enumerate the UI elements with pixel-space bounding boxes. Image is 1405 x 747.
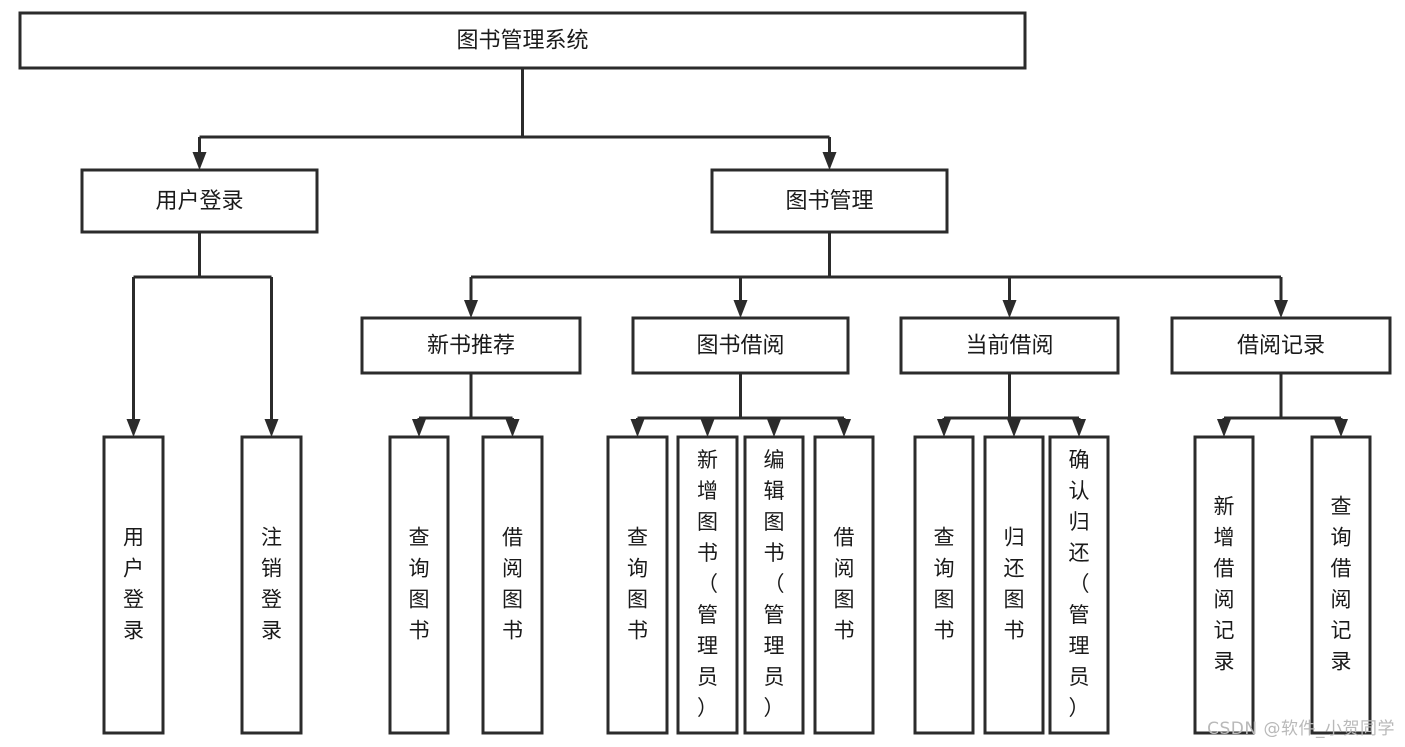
node-leaf-query-book-1[interactable]: 查询图书: [388, 435, 450, 735]
node-user-login-label: 用户登录: [155, 189, 243, 214]
arrow-head-icon: [822, 152, 837, 170]
node-new-book-rec-box: [360, 316, 582, 375]
node-leaf-confirm-return-label: 确认归还（管理员）: [1069, 448, 1090, 720]
arrow-head-icon: [733, 300, 748, 318]
arrow-head-icon: [937, 419, 951, 437]
node-leaf-borrow-book-2-box: [813, 435, 875, 735]
node-root[interactable]: 图书管理系统: [18, 11, 1027, 70]
arrow-head-icon: [700, 419, 715, 437]
node-book-borrow-box: [631, 316, 850, 375]
node-leaf-return-book-box: [983, 435, 1045, 735]
node-root-box: [18, 11, 1027, 70]
node-book-manage[interactable]: 图书管理: [710, 168, 949, 234]
node-user-login-box: [80, 168, 319, 234]
node-leaf-user-login-box: [102, 435, 165, 735]
node-current-borrow-box: [899, 316, 1120, 375]
arrow-head-icon: [1217, 419, 1231, 437]
node-leaf-user-logout-label: 注销登录: [261, 526, 282, 643]
arrow-head-icon: [1007, 419, 1021, 437]
node-leaf-user-login-label: 用户登录: [123, 526, 144, 643]
node-leaf-query-record-label: 查询借阅记录: [1331, 495, 1352, 674]
node-leaf-borrow-book-2-label: 借阅图书: [834, 526, 855, 643]
arrow-head-icon: [505, 419, 520, 437]
node-leaf-add-book-label: 新增图书（管理员）: [697, 448, 718, 720]
arrow-head-icon: [767, 419, 781, 437]
node-new-book-rec-label: 新书推荐: [427, 334, 515, 359]
node-leaf-confirm-return[interactable]: 确认归还（管理员）: [1048, 435, 1110, 735]
nodes-layer: 图书管理系统用户登录图书管理新书推荐图书借阅当前借阅借阅记录用户登录注销登录查询…: [18, 11, 1392, 735]
node-leaf-query-book-1-box: [388, 435, 450, 735]
node-borrow-record[interactable]: 借阅记录: [1170, 316, 1392, 375]
node-leaf-borrow-book-2[interactable]: 借阅图书: [813, 435, 875, 735]
node-leaf-borrow-book-1-box: [481, 435, 544, 735]
node-leaf-query-book-2[interactable]: 查询图书: [606, 435, 669, 735]
node-leaf-query-book-2-box: [606, 435, 669, 735]
node-leaf-user-logout[interactable]: 注销登录: [240, 435, 303, 735]
node-leaf-add-book-box: [676, 435, 739, 735]
arrow-head-icon: [412, 419, 426, 437]
node-current-borrow[interactable]: 当前借阅: [899, 316, 1120, 375]
node-leaf-add-record-box: [1193, 435, 1255, 735]
node-leaf-confirm-return-box: [1048, 435, 1110, 735]
arrow-head-icon: [837, 419, 851, 437]
node-borrow-record-box: [1170, 316, 1392, 375]
node-current-borrow-label: 当前借阅: [965, 334, 1053, 359]
node-leaf-add-record[interactable]: 新增借阅记录: [1193, 435, 1255, 735]
node-leaf-user-login[interactable]: 用户登录: [102, 435, 165, 735]
arrow-head-icon: [1002, 300, 1017, 318]
arrow-head-icon: [264, 419, 279, 437]
node-leaf-query-book-3[interactable]: 查询图书: [913, 435, 975, 735]
node-leaf-add-book[interactable]: 新增图书（管理员）: [676, 435, 739, 735]
node-leaf-query-book-3-box: [913, 435, 975, 735]
node-leaf-query-book-2-label: 查询图书: [627, 526, 648, 643]
arrow-head-icon: [464, 300, 478, 318]
node-book-borrow[interactable]: 图书借阅: [631, 316, 850, 375]
arrow-head-icon: [126, 419, 141, 437]
node-leaf-query-record[interactable]: 查询借阅记录: [1310, 435, 1372, 735]
node-leaf-edit-book-box: [743, 435, 805, 735]
arrow-head-icon: [1274, 300, 1288, 318]
node-root-label: 图书管理系统: [456, 29, 588, 54]
arrow-head-icon: [192, 152, 207, 170]
connector-edges-layer: [126, 68, 1348, 437]
node-leaf-return-book-label: 归还图书: [1004, 526, 1025, 643]
node-book-borrow-label: 图书借阅: [696, 334, 784, 359]
node-leaf-return-book[interactable]: 归还图书: [983, 435, 1045, 735]
node-leaf-add-record-label: 新增借阅记录: [1214, 495, 1235, 674]
node-leaf-query-book-1-label: 查询图书: [409, 526, 430, 643]
node-leaf-edit-book-label: 编辑图书（管理员）: [764, 448, 785, 720]
arrow-head-icon: [1334, 419, 1348, 437]
node-leaf-query-record-box: [1310, 435, 1372, 735]
arrow-head-icon: [1072, 419, 1086, 437]
node-user-login[interactable]: 用户登录: [80, 168, 319, 234]
node-leaf-borrow-book-1-label: 借阅图书: [502, 526, 523, 643]
node-book-manage-label: 图书管理: [785, 189, 873, 214]
node-leaf-query-book-3-label: 查询图书: [934, 526, 955, 643]
node-leaf-user-logout-box: [240, 435, 303, 735]
node-new-book-rec[interactable]: 新书推荐: [360, 316, 582, 375]
node-book-manage-box: [710, 168, 949, 234]
node-leaf-edit-book[interactable]: 编辑图书（管理员）: [743, 435, 805, 735]
arrow-head-icon: [630, 419, 645, 437]
node-borrow-record-label: 借阅记录: [1237, 334, 1325, 359]
node-leaf-borrow-book-1[interactable]: 借阅图书: [481, 435, 544, 735]
